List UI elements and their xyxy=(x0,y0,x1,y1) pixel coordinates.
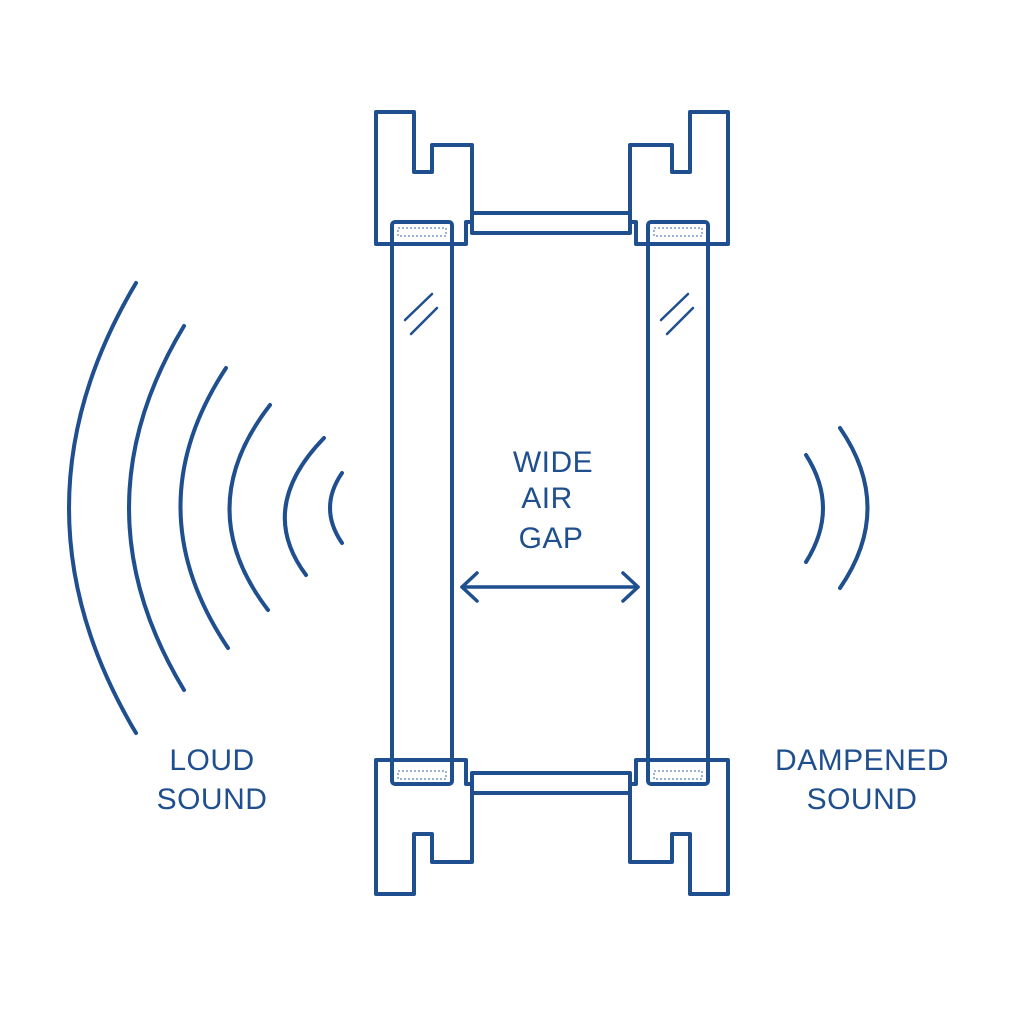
bottom-spacer-bar xyxy=(470,771,632,795)
loud-wave-5 xyxy=(127,324,186,692)
seal-bottom-right xyxy=(653,770,703,780)
gap-label-line-1: WIDE xyxy=(513,446,593,479)
right-reflection-1 xyxy=(659,292,690,322)
loud-wave-3 xyxy=(227,403,272,612)
gap-label: WIDE AIR GAP xyxy=(513,446,593,555)
loud-sound-waves xyxy=(67,281,344,735)
seal-top-right xyxy=(653,227,703,237)
loud-label-line-2: SOUND xyxy=(157,783,268,816)
dampened-wave-2 xyxy=(838,426,870,590)
dampened-wave-1 xyxy=(804,453,825,564)
left-reflection-1 xyxy=(403,292,434,322)
right-glass-pane xyxy=(646,220,710,786)
dampened-sound-waves xyxy=(804,426,870,590)
frame-bottom-left-profile xyxy=(374,758,474,896)
frame-bottom-right-profile xyxy=(628,758,730,896)
seal-bottom-left xyxy=(397,770,447,780)
gap-label-line-3: GAP xyxy=(519,522,584,555)
loud-label-line-1: LOUD xyxy=(169,744,254,777)
arrow-head-right xyxy=(621,571,640,603)
loud-sound-label: LOUD SOUND xyxy=(157,744,268,816)
loud-wave-1 xyxy=(328,471,344,545)
dampened-label-line-1: DAMPENED xyxy=(775,744,949,777)
left-reflection-2 xyxy=(409,306,439,336)
gap-label-line-2: AIR xyxy=(521,482,573,515)
dampened-label-line-2: SOUND xyxy=(807,783,918,816)
glass-reflection-icon xyxy=(403,292,695,336)
loud-wave-2 xyxy=(282,436,326,577)
top-spacer-bar xyxy=(470,211,632,235)
double-headed-arrow-icon xyxy=(460,571,640,603)
loud-wave-4 xyxy=(178,366,230,650)
seal-top-left xyxy=(397,227,447,237)
loud-wave-6 xyxy=(67,281,138,735)
frame-top-left-profile xyxy=(374,110,474,246)
dampened-sound-label: DAMPENED SOUND xyxy=(775,744,949,816)
glass-panes xyxy=(390,220,710,786)
frame-top-right-profile xyxy=(628,110,730,246)
left-glass-pane xyxy=(390,220,454,786)
right-reflection-2 xyxy=(665,306,695,336)
window-frame xyxy=(374,110,730,896)
arrow-head-left xyxy=(460,571,479,603)
pane-seals xyxy=(397,227,703,780)
